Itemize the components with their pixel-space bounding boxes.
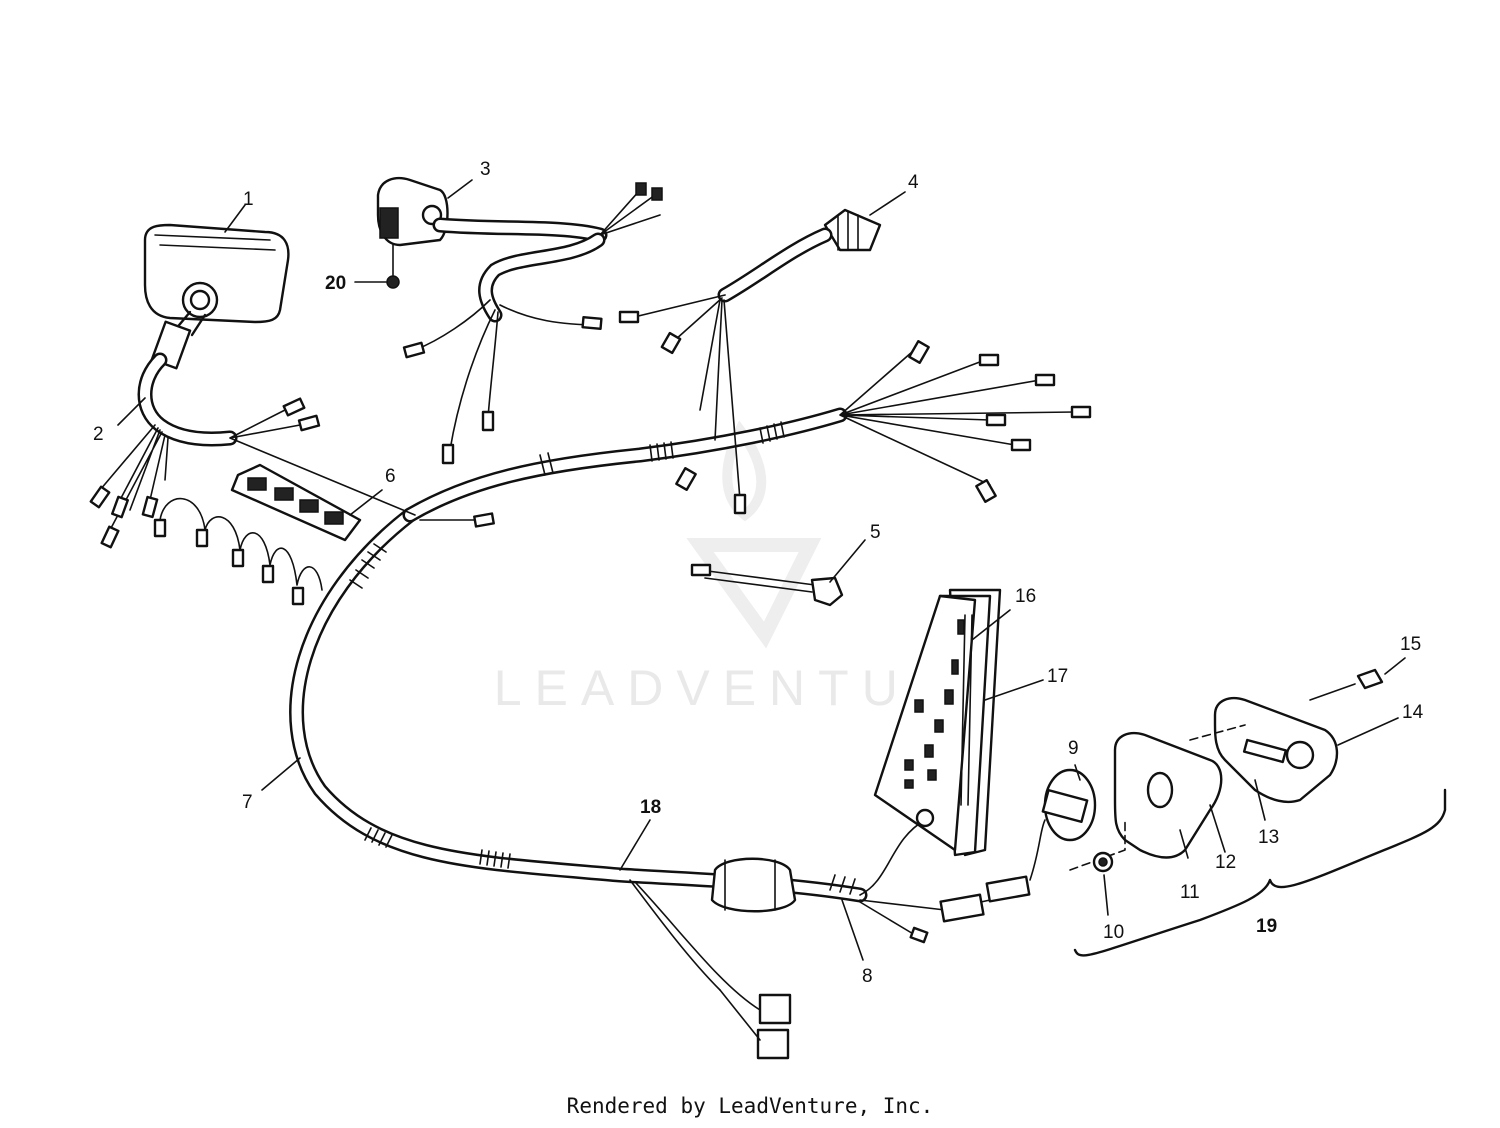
callout-3: 3: [480, 159, 491, 180]
callout-19: 19: [1256, 916, 1277, 937]
callout-9: 9: [1068, 738, 1079, 759]
ignition-connector: [618, 208, 882, 515]
rear-harness: [629, 808, 1046, 1060]
callout-11: 11: [1180, 882, 1200, 903]
callout-labels: 1 2 3 4 5 6 7 8 9 10 11 12 13 14 15 16 1…: [93, 159, 1424, 987]
callout-4: 4: [908, 172, 919, 193]
callout-15: 15: [1400, 634, 1421, 655]
harness-fanout: [839, 340, 1092, 503]
callout-6: 6: [385, 466, 396, 487]
handlebar-switch: [376, 176, 663, 465]
fuse-block: [230, 463, 362, 542]
headlight-harness: [89, 352, 495, 606]
callout-7: 7: [242, 792, 253, 813]
callout-14: 14: [1402, 702, 1424, 723]
main-harness: [289, 407, 868, 903]
tail-light-assembly: [1069, 668, 1447, 957]
callout-2: 2: [93, 424, 104, 445]
callout-5: 5: [870, 522, 881, 543]
callout-16: 16: [1015, 586, 1036, 607]
callout-8: 8: [862, 966, 873, 987]
leader-lines: [117, 179, 1406, 961]
render-credit: Rendered by LeadVenture, Inc.: [566, 1094, 934, 1118]
headlight: [143, 223, 290, 370]
callout-18: 18: [640, 797, 661, 818]
sensor-lead: [690, 563, 844, 607]
callout-20: 20: [325, 273, 346, 294]
decal-sheet: [873, 588, 1002, 857]
callout-17: 17: [1047, 666, 1068, 687]
lamp-socket: [1041, 768, 1097, 842]
callout-12: 12: [1215, 852, 1236, 873]
callout-1: 1: [243, 189, 254, 210]
callout-13: 13: [1258, 827, 1279, 848]
callout-10: 10: [1103, 922, 1124, 943]
